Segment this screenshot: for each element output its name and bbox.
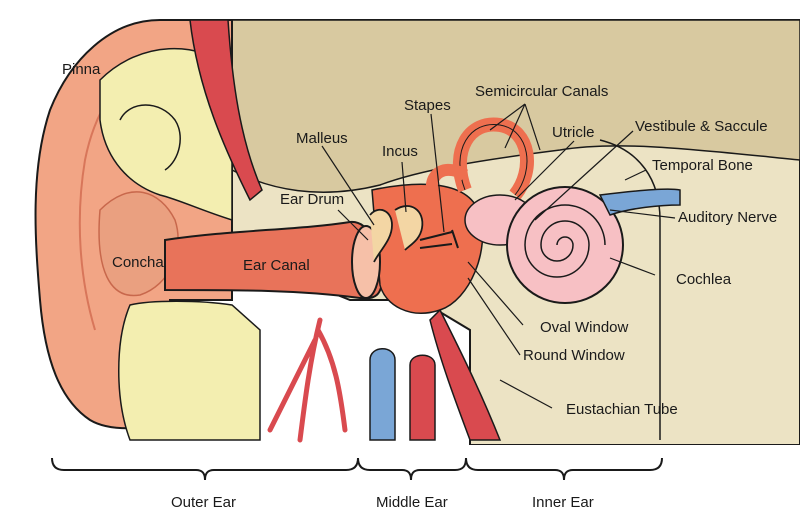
label-incus: Incus xyxy=(382,143,418,160)
label-vestibule-saccule: Vestibule & Saccule xyxy=(635,118,768,135)
section-inner-ear: Inner Ear xyxy=(532,494,594,511)
label-semicircular-canals: Semicircular Canals xyxy=(475,83,609,100)
middle-ear-brace xyxy=(357,457,467,481)
eustachian-tube-shape xyxy=(429,308,502,441)
stapes-bone xyxy=(419,229,459,249)
label-temporal-bone: Temporal Bone xyxy=(652,157,753,174)
label-eustachian-tube: Eustachian Tube xyxy=(566,401,678,418)
label-round-window: Round Window xyxy=(523,347,625,364)
auditory-nerve-shape xyxy=(598,188,681,216)
skull-bone-upper xyxy=(231,19,800,193)
label-stapes: Stapes xyxy=(404,97,451,114)
malleus-bone xyxy=(369,208,393,263)
inner-ear-brace xyxy=(465,457,663,481)
label-ear-drum: Ear Drum xyxy=(280,191,345,208)
artery-branch xyxy=(267,317,348,443)
cartilage-upper xyxy=(99,47,233,222)
label-malleus: Malleus xyxy=(296,130,348,147)
label-auditory-nerve: Auditory Nerve xyxy=(678,209,778,226)
label-ear-canal: Ear Canal xyxy=(243,257,310,274)
label-cochlea: Cochlea xyxy=(676,271,732,288)
vein-tube xyxy=(369,348,396,441)
leader-lines xyxy=(321,103,676,409)
label-utricle: Utricle xyxy=(552,124,595,141)
section-middle-ear: Middle Ear xyxy=(376,494,448,511)
incus-bone xyxy=(394,205,424,251)
section-braces xyxy=(51,457,663,481)
cochlea-shape xyxy=(506,186,624,304)
cartilage-lower xyxy=(118,300,261,441)
label-pinna: Pinna xyxy=(62,61,101,78)
section-outer-ear: Outer Ear xyxy=(171,494,237,511)
label-concha: Concha xyxy=(112,254,164,271)
semicircular-canal-2 xyxy=(425,164,469,214)
artery-tube xyxy=(409,354,436,441)
outer-ear-brace xyxy=(51,457,359,481)
bottom-mask xyxy=(0,445,800,524)
cartilage-inner-detail xyxy=(119,104,181,171)
semicircular-canal-1-outline xyxy=(459,123,528,196)
label-oval-window: Oval Window xyxy=(540,319,629,336)
muscle-strip xyxy=(189,19,263,202)
